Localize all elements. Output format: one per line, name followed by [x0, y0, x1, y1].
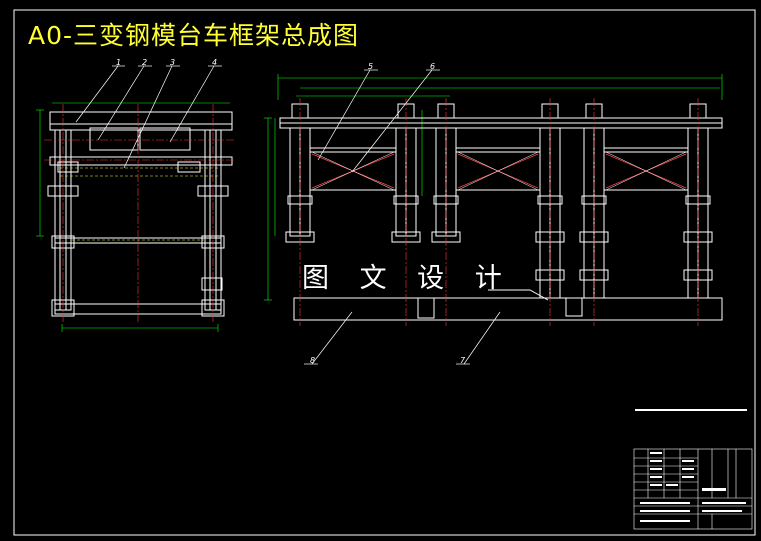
watermark-text: 图 文 设 计: [302, 263, 513, 294]
front-view-dimensions: [264, 74, 723, 301]
drawing-title: A0-三变钢模台车框架总成图: [28, 21, 360, 50]
side-view-dimensions: [36, 102, 230, 332]
title-block: [633, 448, 753, 530]
part-label-4: 4: [212, 58, 217, 67]
title-block-text: [640, 452, 746, 522]
part-label-1: 1: [116, 58, 121, 67]
drawing-border: [13, 9, 756, 536]
part-label-8: 8: [310, 356, 315, 365]
part-label-7: 7: [460, 356, 466, 365]
front-view: 5 6 7 8: [264, 62, 723, 365]
technical-note: [635, 409, 747, 411]
part-label-5: 5: [368, 62, 373, 71]
part-label-2: 2: [142, 58, 147, 67]
part-label-3: 3: [170, 58, 175, 67]
side-view: 1 2 3 4: [36, 58, 236, 332]
part-label-6: 6: [430, 62, 435, 71]
